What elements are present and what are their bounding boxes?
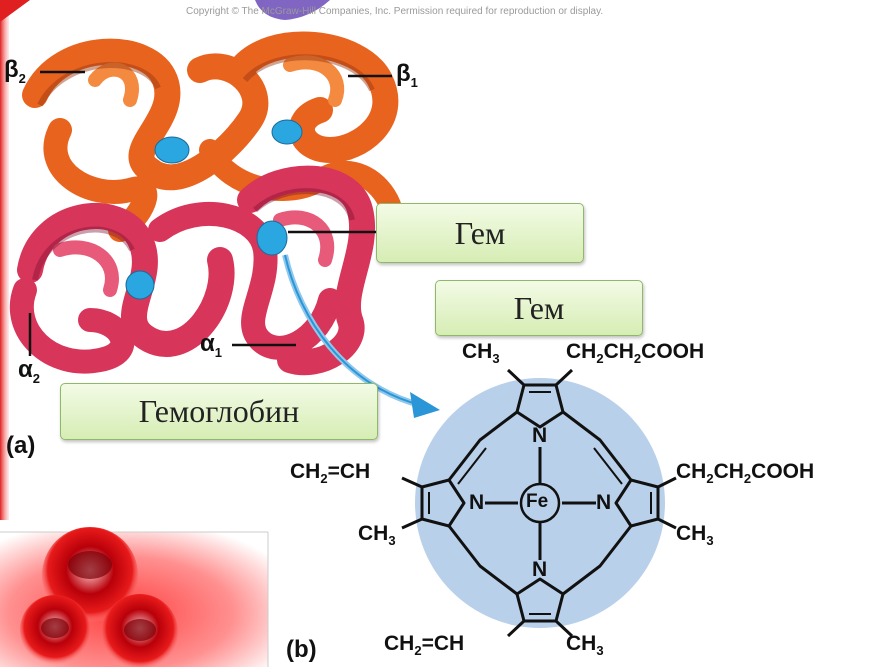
group-left-lower: CH3 xyxy=(358,522,396,549)
left-red-edge xyxy=(0,0,9,520)
atom-n-right: N xyxy=(596,491,612,514)
atom-fe: Fe xyxy=(526,491,549,512)
alpha-chains xyxy=(9,165,376,376)
top-decoration xyxy=(255,0,330,20)
label-part-a: (a) xyxy=(6,432,36,459)
atom-n-top: N xyxy=(532,424,548,447)
label-alpha2: α2 xyxy=(18,356,40,386)
leader-lines xyxy=(28,70,392,356)
copyright-notice: Copyright © The McGraw-Hill Companies, I… xyxy=(186,6,604,17)
corner-decoration xyxy=(0,0,30,22)
label-part-b: (b) xyxy=(286,636,317,663)
atom-n-left: N xyxy=(469,491,485,514)
callout-hemoglobin: Гемоглобин xyxy=(60,383,378,440)
heme-beta2 xyxy=(154,136,190,164)
callout-heme-top: Гем xyxy=(376,203,584,263)
group-top-right: CH2CH2COOH xyxy=(566,340,705,367)
arrow-to-heme xyxy=(282,254,440,418)
atom-n-bottom: N xyxy=(532,558,548,581)
alpha-shadows xyxy=(32,188,355,281)
heme-alpha2 xyxy=(125,270,155,300)
group-bottom-left: CH2=CH xyxy=(384,632,465,659)
heme-alpha1 xyxy=(256,220,288,256)
callout-heme-bottom: Гем xyxy=(435,280,643,336)
group-left-upper: CH2=CH xyxy=(290,460,371,487)
fe-circle xyxy=(519,482,561,524)
label-beta1: β1 xyxy=(396,60,418,90)
label-alpha1: α1 xyxy=(200,330,222,360)
label-beta2: β2 xyxy=(4,56,26,86)
porphyrin-double-bonds xyxy=(428,391,652,615)
heme-beta1 xyxy=(271,119,303,145)
group-top-left: CH3 xyxy=(462,340,500,367)
group-bottom-right: CH3 xyxy=(566,632,604,659)
blood-cell-inset xyxy=(0,527,269,667)
group-right-lower: CH3 xyxy=(676,522,714,549)
beta-highlights xyxy=(37,54,375,107)
porphyrin-structure xyxy=(401,368,677,638)
heme-discs xyxy=(125,119,303,300)
group-right-upper: CH2CH2COOH xyxy=(676,460,815,487)
